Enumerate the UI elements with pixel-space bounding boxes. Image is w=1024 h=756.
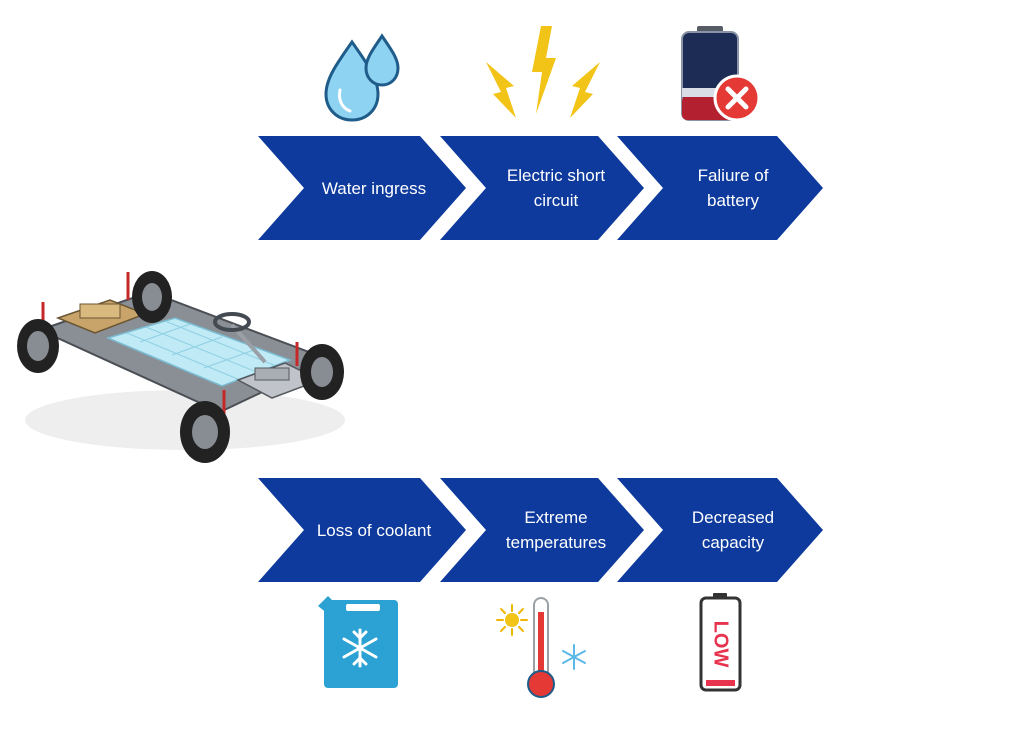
top-step-2-label-line2: circuit bbox=[534, 191, 579, 210]
top-step-1: Water ingress bbox=[258, 136, 466, 240]
thermometer-icon bbox=[496, 597, 586, 698]
top-step-2: Electric short circuit bbox=[440, 136, 644, 240]
bottom-step-3-label-line1: Decreased bbox=[692, 508, 774, 527]
bottom-step-2: Extreme temperatures bbox=[440, 478, 644, 582]
ev-chassis-illustration bbox=[17, 271, 345, 463]
lightning-bolts-icon bbox=[486, 26, 600, 118]
bottom-step-2-label-line2: temperatures bbox=[506, 533, 606, 552]
wheel-rear-right bbox=[300, 344, 344, 400]
bottom-step-3-label-line2: capacity bbox=[702, 533, 765, 552]
bottom-step-1-label: Loss of coolant bbox=[317, 521, 432, 540]
wheel-front-left bbox=[17, 319, 59, 373]
top-step-1-label: Water ingress bbox=[322, 179, 426, 198]
top-step-2-label-line1: Electric short bbox=[507, 166, 606, 185]
water-drops-icon bbox=[324, 33, 400, 122]
bottom-step-1: Loss of coolant bbox=[258, 478, 466, 582]
bottom-step-3: Decreased capacity bbox=[617, 478, 823, 582]
bottom-step-2-label-line1: Extreme bbox=[524, 508, 587, 527]
wheel-rear-left bbox=[132, 271, 172, 323]
low-battery-label: LOW bbox=[710, 621, 732, 668]
top-step-3-label-line1: Faliure of bbox=[698, 166, 769, 185]
battery-failure-icon bbox=[681, 26, 761, 122]
top-step-3: Faliure of battery bbox=[617, 136, 823, 240]
coolant-canister-icon bbox=[318, 596, 398, 688]
top-step-3-label-line2: battery bbox=[707, 191, 759, 210]
low-battery-icon: LOW bbox=[699, 593, 742, 692]
wheel-front-right bbox=[180, 401, 230, 463]
